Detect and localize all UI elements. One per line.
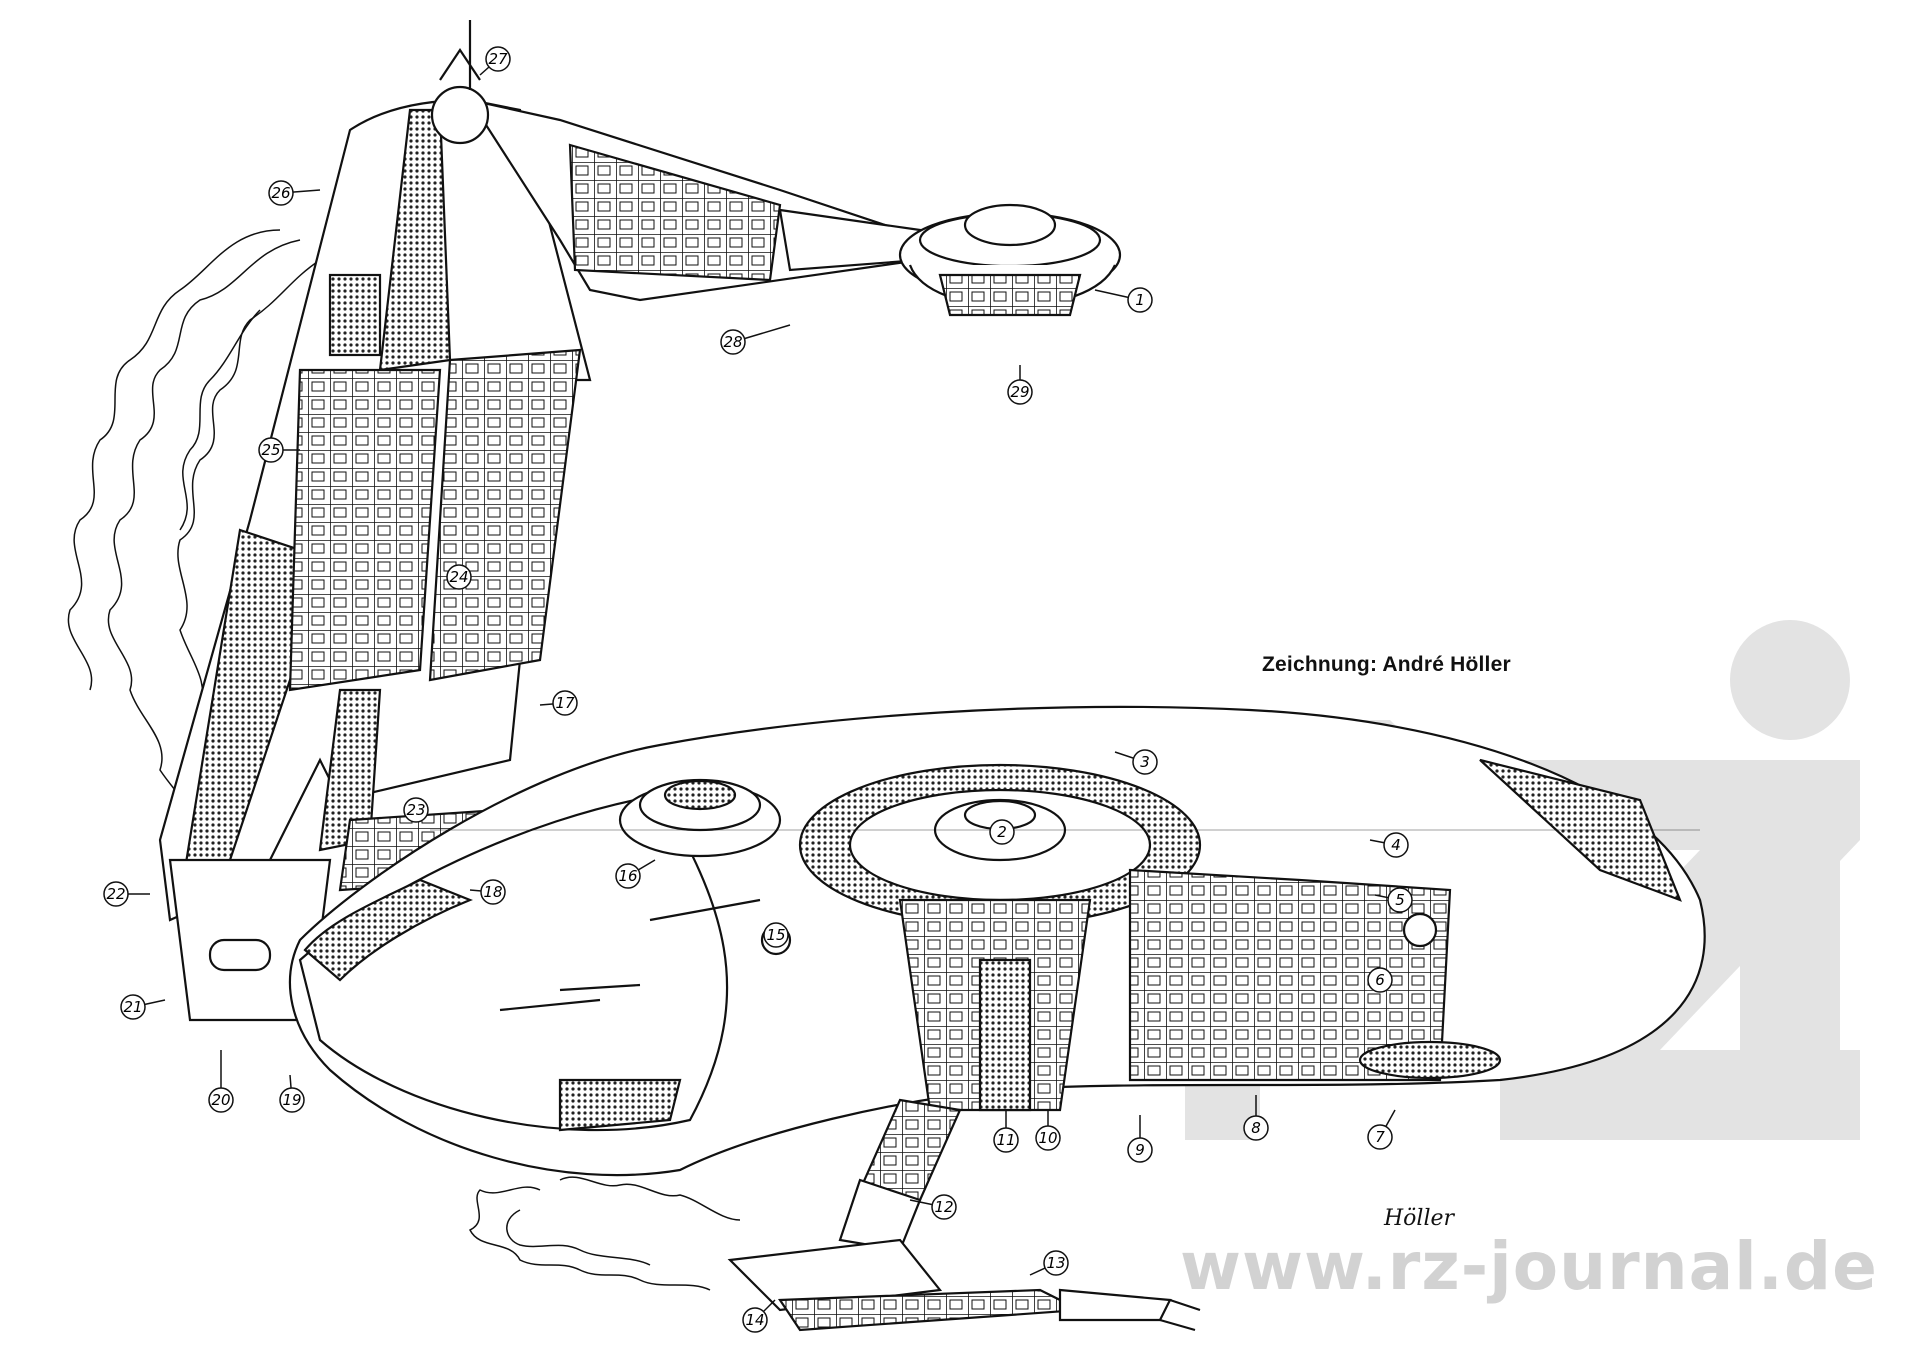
callout-number: 28 bbox=[723, 333, 742, 351]
callout-circle bbox=[446, 564, 472, 590]
upper-arm bbox=[430, 20, 1122, 317]
callout-12: 12 bbox=[909, 1194, 957, 1220]
callout-14: 14 bbox=[742, 1299, 776, 1333]
callout-4: 4 bbox=[1369, 832, 1409, 858]
callout-number: 23 bbox=[406, 801, 425, 819]
callout-8: 8 bbox=[1243, 1095, 1269, 1141]
callout-21: 21 bbox=[120, 994, 166, 1020]
callout-27: 27 bbox=[479, 46, 511, 76]
callout-10: 10 bbox=[1035, 1110, 1061, 1151]
callout-22: 22 bbox=[103, 881, 150, 907]
callout-number: 9 bbox=[1135, 1141, 1145, 1159]
callout-number: 11 bbox=[996, 1131, 1015, 1149]
callout-circle bbox=[1383, 832, 1409, 858]
callout-28: 28 bbox=[720, 324, 791, 355]
callout-number: 3 bbox=[1140, 753, 1150, 771]
callout-circle bbox=[1132, 749, 1158, 775]
callout-circle bbox=[742, 1307, 768, 1333]
callout-circle bbox=[403, 797, 429, 823]
callout-number: 8 bbox=[1251, 1119, 1261, 1137]
callout-circle bbox=[1127, 287, 1153, 313]
callout-circle bbox=[720, 329, 746, 355]
callout-circle bbox=[931, 1194, 957, 1220]
callout-3: 3 bbox=[1114, 749, 1158, 775]
callout-7: 7 bbox=[1367, 1109, 1396, 1150]
callout-number: 19 bbox=[282, 1091, 301, 1109]
callout-number: 22 bbox=[106, 885, 125, 903]
callout-24: 24 bbox=[446, 564, 472, 590]
callout-number: 5 bbox=[1395, 891, 1405, 909]
callout-25: 25 bbox=[258, 437, 300, 463]
callout-number: 20 bbox=[211, 1091, 230, 1109]
callout-19: 19 bbox=[279, 1074, 305, 1113]
callout-circle bbox=[763, 922, 789, 948]
artist-signature: Höller bbox=[1384, 1206, 1455, 1231]
disc-hull bbox=[288, 705, 1706, 1177]
callout-number: 27 bbox=[488, 50, 508, 68]
callout-number: 7 bbox=[1375, 1128, 1385, 1146]
callout-circle bbox=[268, 180, 294, 206]
callout-circle bbox=[120, 994, 146, 1020]
callout-number: 1 bbox=[1135, 291, 1145, 309]
callout-circle bbox=[1243, 1115, 1269, 1141]
callout-number: 10 bbox=[1038, 1129, 1057, 1147]
callout-circle bbox=[1007, 379, 1033, 405]
callout-circle bbox=[1387, 887, 1413, 913]
callout-17: 17 bbox=[539, 690, 578, 716]
callout-circle bbox=[485, 46, 511, 72]
callout-circle bbox=[480, 879, 506, 905]
callout-circle bbox=[279, 1087, 305, 1113]
callout-26: 26 bbox=[268, 180, 321, 206]
lower-boom bbox=[727, 1098, 1201, 1332]
callout-number: 26 bbox=[271, 184, 290, 202]
callout-number: 4 bbox=[1391, 836, 1401, 854]
callout-number: 18 bbox=[483, 883, 502, 901]
callout-number: 14 bbox=[745, 1311, 764, 1329]
callout-circle bbox=[1367, 967, 1393, 993]
tower-structure bbox=[158, 98, 592, 1022]
callout-13: 13 bbox=[1029, 1250, 1069, 1276]
callout-1: 1 bbox=[1094, 287, 1153, 313]
callout-circle bbox=[1127, 1137, 1153, 1163]
callout-circle bbox=[552, 690, 578, 716]
callout-number: 6 bbox=[1375, 971, 1385, 989]
callout-circle bbox=[1367, 1124, 1393, 1150]
callout-number: 2 bbox=[997, 823, 1007, 841]
callout-number: 21 bbox=[123, 998, 142, 1016]
callout-circle bbox=[258, 437, 284, 463]
callout-number: 13 bbox=[1046, 1254, 1065, 1272]
callout-number: 17 bbox=[555, 694, 575, 712]
callout-number: 25 bbox=[261, 441, 280, 459]
callout-circle bbox=[1043, 1250, 1069, 1276]
callout-number: 24 bbox=[449, 568, 468, 586]
callout-9: 9 bbox=[1127, 1115, 1153, 1163]
callout-11: 11 bbox=[993, 1110, 1019, 1153]
callout-circle bbox=[103, 881, 129, 907]
callout-23: 23 bbox=[403, 797, 429, 823]
callout-circle bbox=[208, 1087, 234, 1113]
callout-number: 29 bbox=[1010, 383, 1029, 401]
callout-5: 5 bbox=[1374, 887, 1413, 913]
callout-6: 6 bbox=[1367, 967, 1393, 993]
callout-18: 18 bbox=[469, 879, 506, 905]
drawing-credit: Zeichnung: André Höller bbox=[1262, 653, 1511, 676]
callout-circle bbox=[615, 863, 641, 889]
callout-circle bbox=[993, 1127, 1019, 1153]
exhaust-smoke bbox=[67, 229, 741, 1291]
callout-circle bbox=[1035, 1125, 1061, 1151]
callout-number: 16 bbox=[618, 867, 637, 885]
callout-markers: 1234567891011121314151617181920212223242… bbox=[103, 46, 1413, 1333]
callout-2: 2 bbox=[989, 819, 1015, 845]
callout-16: 16 bbox=[615, 859, 656, 889]
callout-20: 20 bbox=[208, 1050, 234, 1113]
callout-number: 12 bbox=[934, 1198, 953, 1216]
callout-number: 15 bbox=[766, 926, 785, 944]
callout-circle bbox=[989, 819, 1015, 845]
watermark-url: www.rz-journal.de bbox=[1180, 1228, 1878, 1305]
callout-29: 29 bbox=[1007, 365, 1033, 405]
callout-15: 15 bbox=[763, 922, 789, 948]
